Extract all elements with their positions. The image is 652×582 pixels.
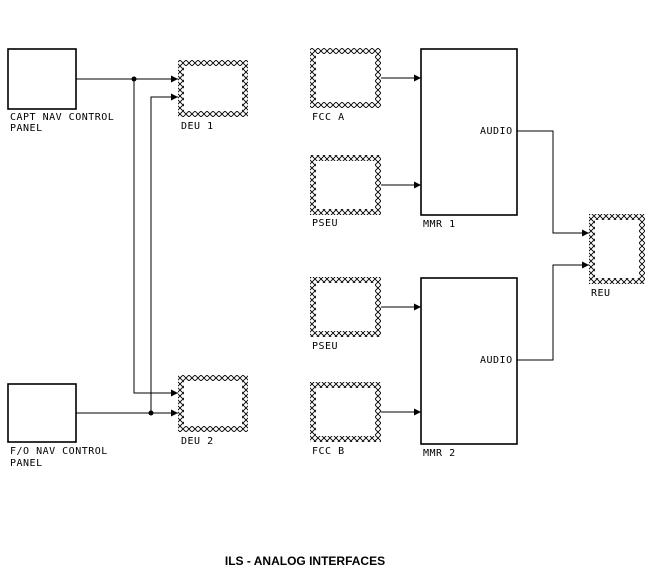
mmr-1-label: MMR 1 xyxy=(423,219,456,230)
diagram-title: ILS - ANALOG INTERFACES xyxy=(225,554,385,568)
mmr-input-wiring xyxy=(381,74,421,416)
mmr-2-box: AUDIO MMR 2 xyxy=(420,277,518,459)
capt-panel-wiring xyxy=(76,75,178,397)
fo-nav-control-panel: F/O NAV CONTROL PANEL xyxy=(7,383,108,469)
fo-panel-wiring xyxy=(76,93,178,417)
audio-to-reu-wiring xyxy=(517,130,589,361)
deu-1-box: DEU 1 xyxy=(178,60,248,132)
fo-panel-label-line2: PANEL xyxy=(10,458,43,469)
fcc-a-label: FCC A xyxy=(312,112,345,123)
fcc-b-label: FCC B xyxy=(312,446,345,457)
deu-1-label: DEU 1 xyxy=(181,121,214,132)
reu-box: REU xyxy=(589,214,645,299)
reu-label: REU xyxy=(591,288,611,299)
mmr-1-box: AUDIO MMR 1 xyxy=(420,48,518,230)
pseu-top-label: PSEU xyxy=(312,218,338,229)
fo-panel-label-line1: F/O NAV CONTROL xyxy=(10,446,108,457)
fcc-b-box: FCC B xyxy=(310,382,381,457)
capt-panel-label-line2: PANEL xyxy=(10,123,43,134)
pseu-bottom-label: PSEU xyxy=(312,341,338,352)
mmr-1-audio-port: AUDIO xyxy=(480,126,513,137)
fo-splice-dot xyxy=(148,410,154,416)
deu-2-label: DEU 2 xyxy=(181,436,214,447)
capt-splice-dot xyxy=(131,76,137,82)
capt-panel-label-line1: CAPT NAV CONTROL xyxy=(10,112,114,123)
pseu-bottom-box: PSEU xyxy=(310,277,381,352)
deu-2-box: DEU 2 xyxy=(178,375,248,447)
mmr-2-label: MMR 2 xyxy=(423,448,456,459)
mmr-2-audio-port: AUDIO xyxy=(480,355,513,366)
pseu-top-box: PSEU xyxy=(310,155,381,229)
fcc-a-box: FCC A xyxy=(310,48,381,123)
capt-nav-control-panel: CAPT NAV CONTROL PANEL xyxy=(7,48,114,134)
